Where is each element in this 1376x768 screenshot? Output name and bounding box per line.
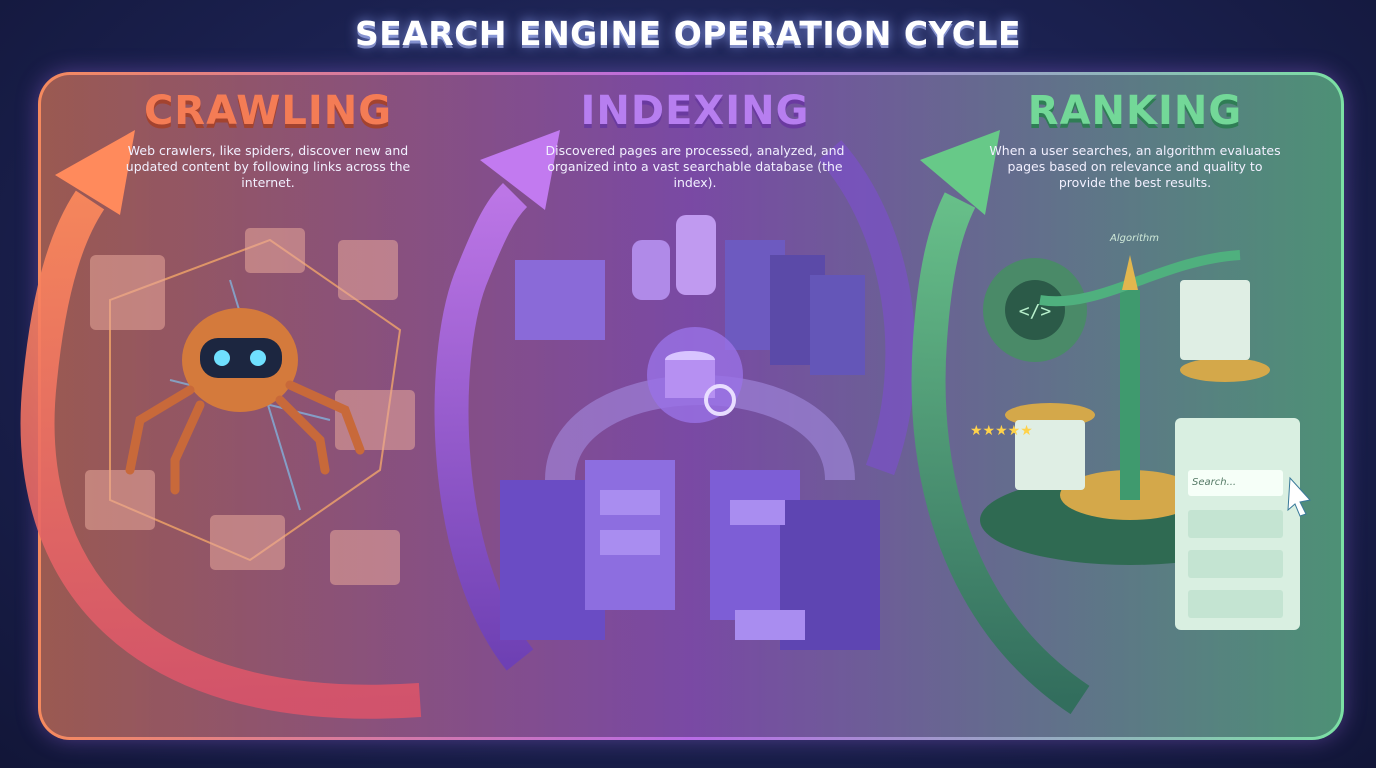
search-box-label: Search... bbox=[1192, 477, 1237, 488]
stage-title-ranking: RANKING bbox=[1027, 88, 1243, 134]
gear-code-icon: </> bbox=[983, 258, 1087, 362]
algorithm-label: Algorithm bbox=[1110, 233, 1159, 244]
filing-cabinet-icon bbox=[500, 460, 880, 650]
ranking-arrow bbox=[911, 130, 1090, 715]
svg-text:</>: </> bbox=[1019, 301, 1052, 322]
stage-title-crawling: CRAWLING bbox=[143, 88, 393, 134]
database-icon bbox=[515, 215, 865, 482]
search-results-icon bbox=[1175, 418, 1311, 630]
stage-title-indexing: INDEXING bbox=[580, 88, 810, 134]
star-rating-icon: ★★★★★ bbox=[970, 423, 1033, 439]
indexing-arrow bbox=[434, 130, 916, 671]
stage-description-indexing: Discovered pages are processed, analyzed… bbox=[545, 143, 845, 190]
page-title: SEARCH ENGINE OPERATION CYCLE bbox=[354, 14, 1022, 53]
magnifier-icon bbox=[704, 384, 736, 416]
robot-spider-icon bbox=[85, 228, 415, 585]
stage-description-crawling: Web crawlers, like spiders, discover new… bbox=[125, 143, 411, 190]
cursor-icon bbox=[1287, 476, 1311, 517]
crawling-arrow bbox=[20, 130, 422, 719]
stage-description-ranking: When a user searches, an algorithm evalu… bbox=[989, 143, 1281, 190]
